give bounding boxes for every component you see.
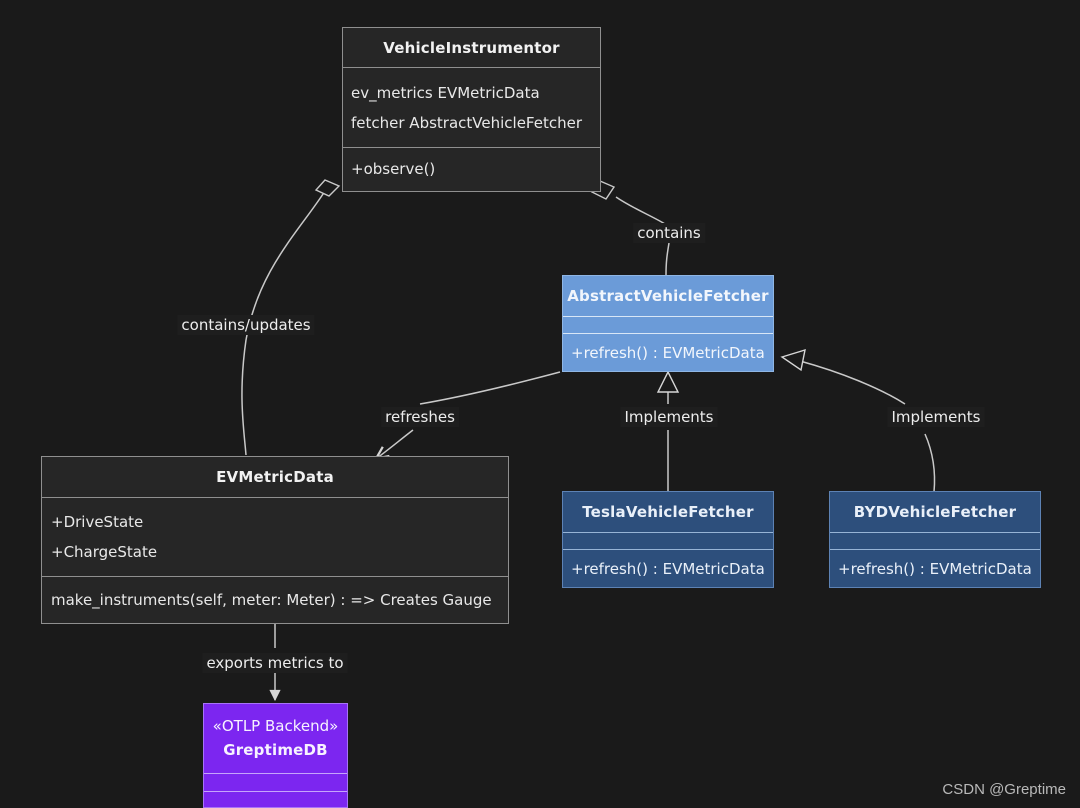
node-methods-compartment: +refresh() : EVMetricData — [563, 333, 773, 371]
class-method: +refresh() : EVMetricData — [571, 343, 765, 362]
edge-label-implements-tesla: Implements — [620, 407, 718, 427]
edge-label-refreshes: refreshes — [381, 407, 459, 427]
node-attributes-compartment — [830, 532, 1040, 549]
node-title-compartment: EVMetricData — [42, 457, 508, 497]
node-attributes-compartment — [563, 532, 773, 549]
edge-label-contains-updates: contains/updates — [177, 315, 315, 335]
node-attributes-compartment — [204, 773, 347, 791]
class-method: +refresh() : EVMetricData — [571, 559, 765, 578]
watermark: CSDN @Greptime — [942, 781, 1066, 798]
node-methods-compartment: make_instruments(self, meter: Meter) : =… — [42, 575, 508, 623]
class-stereotype: «OTLP Backend» — [212, 716, 339, 735]
class-title: AbstractVehicleFetcher — [567, 287, 769, 305]
edge-label-implements-byd: Implements — [887, 407, 985, 427]
edge-label-exports-metrics: exports metrics to — [202, 653, 348, 673]
node-methods-compartment — [204, 791, 347, 807]
node-title-compartment: TeslaVehicleFetcher — [563, 492, 773, 532]
class-title: EVMetricData — [216, 468, 334, 487]
class-attribute: fetcher AbstractVehicleFetcher — [351, 113, 582, 132]
class-title: TeslaVehicleFetcher — [582, 503, 754, 521]
node-title-compartment: VehicleInstrumentor — [343, 28, 600, 67]
node-methods-compartment: +refresh() : EVMetricData — [830, 549, 1040, 587]
class-title: BYDVehicleFetcher — [853, 503, 1017, 521]
class-method: +observe() — [351, 160, 436, 179]
class-node-greptimedb[interactable]: «OTLP Backend» GreptimeDB — [203, 703, 348, 808]
node-methods-compartment: +observe() — [343, 146, 600, 191]
node-title-compartment: «OTLP Backend» GreptimeDB — [204, 704, 347, 773]
node-title-compartment: AbstractVehicleFetcher — [563, 276, 773, 316]
node-attributes-compartment — [563, 316, 773, 333]
class-node-vehicle-instrumentor[interactable]: VehicleInstrumentor ev_metrics EVMetricD… — [342, 27, 601, 192]
node-attributes-compartment: +DriveState +ChargeState — [42, 497, 508, 575]
class-attribute: ev_metrics EVMetricData — [351, 83, 540, 102]
class-title: VehicleInstrumentor — [383, 38, 560, 57]
class-attribute: +DriveState — [51, 513, 144, 532]
class-node-tesla-vehicle-fetcher[interactable]: TeslaVehicleFetcher +refresh() : EVMetri… — [562, 491, 774, 588]
class-method: make_instruments(self, meter: Meter) : =… — [51, 590, 492, 609]
edge-implements-tesla — [656, 370, 680, 492]
class-node-ev-metric-data[interactable]: EVMetricData +DriveState +ChargeState ma… — [41, 456, 509, 624]
node-title-compartment: BYDVehicleFetcher — [830, 492, 1040, 532]
edge-label-contains: contains — [633, 223, 705, 243]
class-node-abstract-vehicle-fetcher[interactable]: AbstractVehicleFetcher +refresh() : EVMe… — [562, 275, 774, 372]
class-title: GreptimeDB — [223, 740, 328, 759]
class-attribute: +ChargeState — [51, 543, 158, 562]
class-method: +refresh() : EVMetricData — [838, 559, 1032, 578]
class-node-byd-vehicle-fetcher[interactable]: BYDVehicleFetcher +refresh() : EVMetricD… — [829, 491, 1041, 588]
node-methods-compartment: +refresh() : EVMetricData — [563, 549, 773, 587]
node-attributes-compartment: ev_metrics EVMetricData fetcher Abstract… — [343, 67, 600, 146]
